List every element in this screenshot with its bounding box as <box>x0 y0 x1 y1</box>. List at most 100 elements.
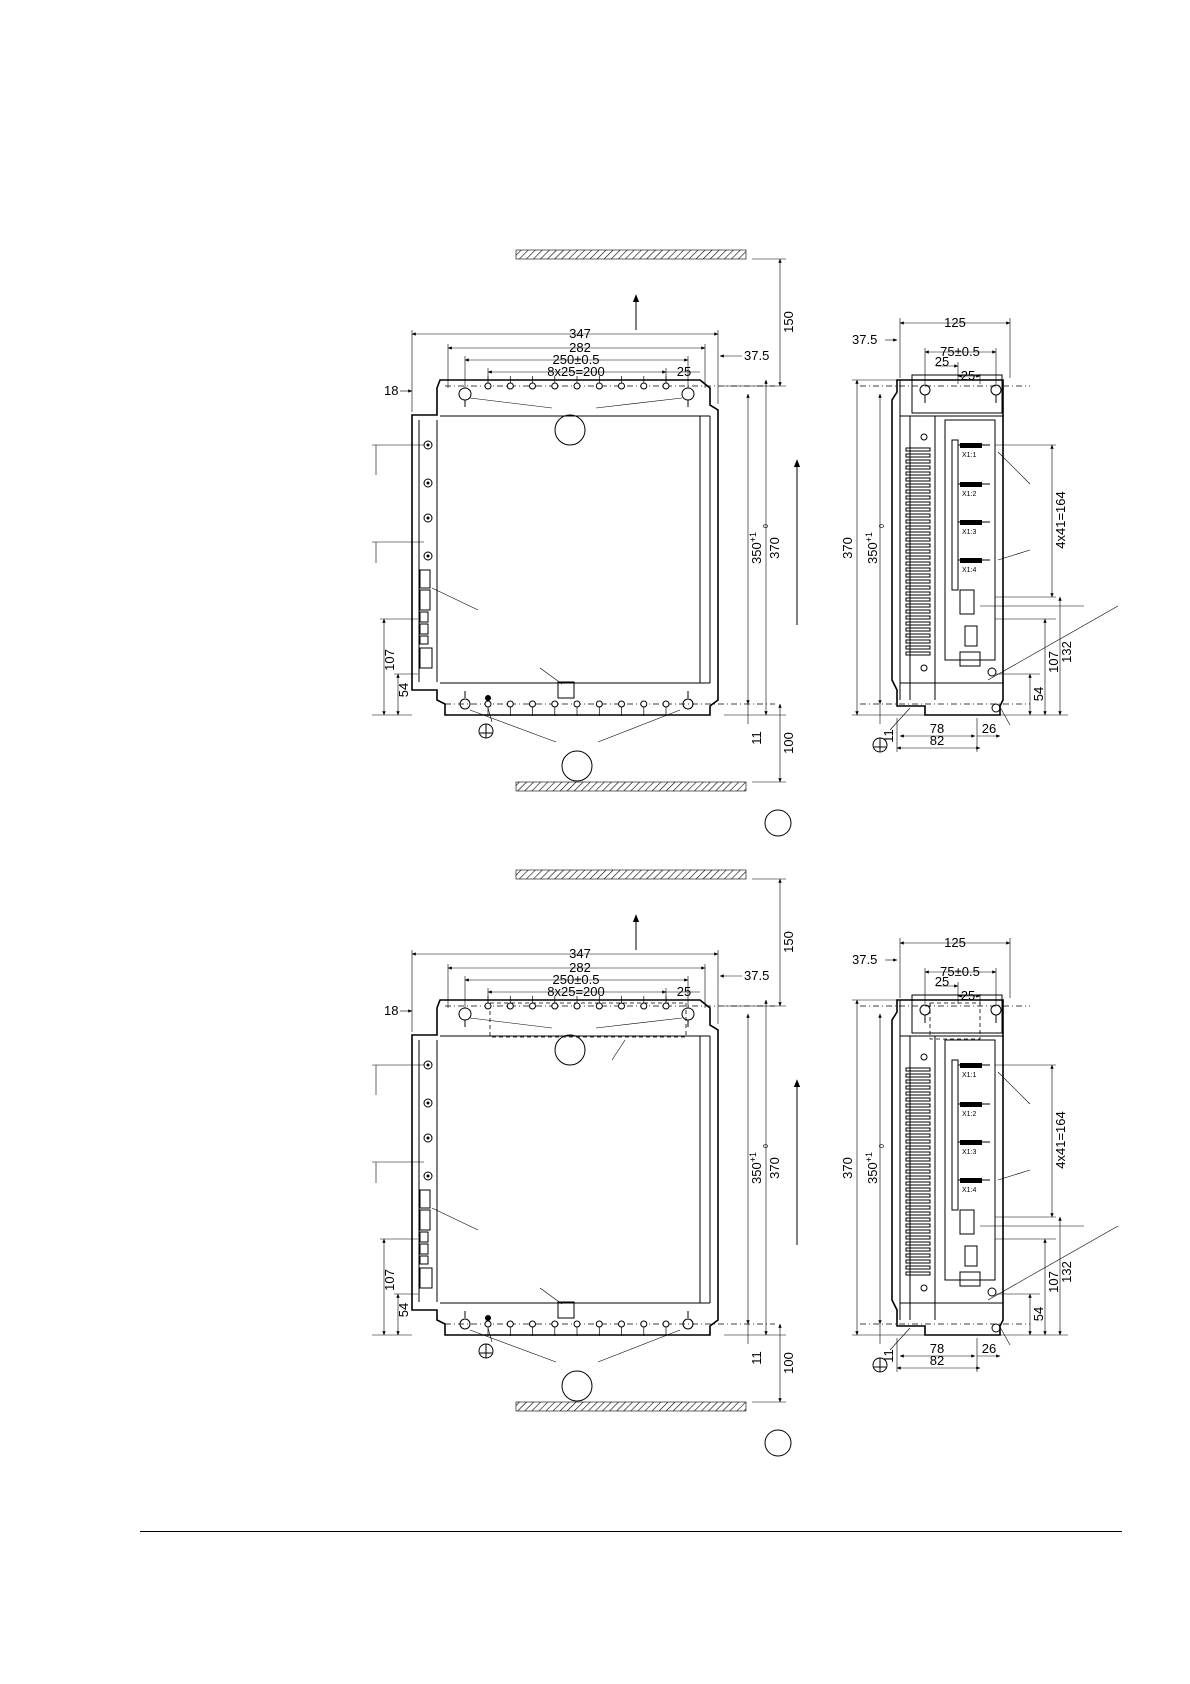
dim-26: 26 <box>982 1341 996 1356</box>
dim-11: 11 <box>881 729 896 743</box>
dim-offset: 37.5 <box>852 332 877 347</box>
top-front-view: 347 282 250±0.5 8x25=200 25 37.5 18 150 … <box>372 250 797 836</box>
terminal-stud <box>529 1002 536 1010</box>
dim-height-mount-base: 350 <box>749 542 764 564</box>
terminal-label-2: X1:2 <box>962 491 977 498</box>
dim-hole-span: 282 <box>569 960 591 975</box>
dim-right-offset: 37.5 <box>744 968 769 983</box>
dim-terminal-pitch: 8x25=200 <box>547 364 604 379</box>
dim-bottom-offset: 11 <box>749 731 764 745</box>
footer-divider <box>140 1531 1122 1532</box>
terminal-label-4: X1:4 <box>962 1187 977 1194</box>
dim-depth: 125 <box>944 935 966 950</box>
terminal-stud <box>506 1002 514 1010</box>
dim-left-107: 107 <box>382 649 397 671</box>
terminal-stud <box>529 700 536 708</box>
dim-mount: 75±0.5 <box>940 344 980 359</box>
dim-height-mount: 350+1 <box>748 532 764 564</box>
terminal-stud <box>662 1320 670 1328</box>
dim-11: 11 <box>881 1349 896 1363</box>
dim-left-107: 107 <box>382 1269 397 1291</box>
dim-height-mount-tol-low: 0 <box>879 524 886 528</box>
terminal-stud <box>551 700 559 708</box>
dim-pitch-a: 25 <box>935 974 949 989</box>
dim-clearance-bottom: 100 <box>781 732 796 754</box>
terminal-stud <box>662 1002 670 1010</box>
dim-height-mount: 350+1 <box>864 532 880 564</box>
bottom-side-view: 125 37.5 75±0.5 25 25 370 350+1 0 4x41=1… <box>840 935 1118 1372</box>
dim-pitch-b: 25 <box>961 988 975 1003</box>
dim-pitch-single: 25 <box>677 984 691 999</box>
dim-54: 54 <box>1031 687 1046 701</box>
top-front-dimension-labels: 347 282 250±0.5 8x25=200 25 37.5 18 150 … <box>382 311 796 754</box>
terminal-stud <box>484 1002 492 1010</box>
dim-78: 78 <box>930 1341 944 1356</box>
terminal-stud <box>595 1002 603 1010</box>
dim-left-offset: 18 <box>384 1003 398 1018</box>
dim-right-offset: 37.5 <box>744 348 769 363</box>
dim-height-mount: 350+1 <box>864 1152 880 1184</box>
terminal-stud <box>573 700 581 708</box>
dim-height-mount-base: 350 <box>865 1162 880 1184</box>
terminal-label-3: X1:3 <box>962 1149 977 1156</box>
terminal-stud <box>662 700 670 708</box>
dim-overall-width: 347 <box>569 326 591 341</box>
terminal-stud <box>640 700 648 708</box>
terminal-stud <box>529 382 536 390</box>
terminal-stud <box>640 382 648 390</box>
dim-height-mount-tol-low: 0 <box>763 1144 770 1148</box>
terminal-label-2: X1:2 <box>962 1111 977 1118</box>
bottom-front-dimension-labels: 347 282 250±0.5 8x25=200 25 37.5 18 150 … <box>382 931 796 1374</box>
terminal-stud <box>484 382 492 390</box>
terminal-stud <box>484 1320 492 1328</box>
dim-height-mount-tol: +1 <box>864 532 874 542</box>
terminal-stud <box>506 1320 514 1328</box>
terminal-stud <box>529 1320 536 1328</box>
dim-107: 107 <box>1046 651 1061 673</box>
dim-hole-span: 282 <box>569 340 591 355</box>
terminal-stud <box>573 1002 581 1010</box>
dim-height-mount: 350+1 <box>748 1152 764 1184</box>
dim-height-mount-base: 350 <box>865 542 880 564</box>
dim-mount: 75±0.5 <box>940 964 980 979</box>
bottom-front-view: 347 282 250±0.5 8x25=200 25 37.5 18 150 … <box>372 870 797 1456</box>
dim-overall-width: 347 <box>569 946 591 961</box>
terminal-stud <box>506 382 514 390</box>
dim-54: 54 <box>1031 1307 1046 1321</box>
terminal-stud <box>506 700 514 708</box>
dim-left-54: 54 <box>396 683 411 697</box>
dim-pitch-a: 25 <box>935 354 949 369</box>
dim-height-mount-tol: +1 <box>748 1152 758 1162</box>
dim-left-offset: 18 <box>384 383 398 398</box>
terminal-stud <box>595 382 603 390</box>
dim-terminal-span: 4x41=164 <box>1053 491 1068 548</box>
dim-height-overall: 370 <box>840 1157 855 1179</box>
dim-pitch-b: 25 <box>961 368 975 383</box>
terminal-stud <box>551 382 559 390</box>
dim-left-54: 54 <box>396 1303 411 1317</box>
dim-clearance-top: 150 <box>781 931 796 953</box>
dim-pitch-single: 25 <box>677 364 691 379</box>
terminal-stud <box>618 1320 625 1328</box>
dim-offset: 37.5 <box>852 952 877 967</box>
terminal-stud <box>551 1002 559 1010</box>
terminal-dots <box>484 376 670 1336</box>
dim-height-overall: 370 <box>767 1157 782 1179</box>
dim-terminal-pitch: 8x25=200 <box>547 984 604 999</box>
terminal-stud <box>551 1320 559 1328</box>
dim-height-mount-tol: +1 <box>864 1152 874 1162</box>
terminal-stud <box>484 700 492 708</box>
terminal-stud <box>573 382 581 390</box>
dim-clearance-top: 150 <box>781 311 796 333</box>
dim-height-mount-tol-low: 0 <box>763 524 770 528</box>
dim-depth: 125 <box>944 315 966 330</box>
dim-mount-span: 250±0.5 <box>553 352 600 367</box>
dim-height-mount-base: 350 <box>749 1162 764 1184</box>
terminal-label-1: X1:1 <box>962 1072 977 1079</box>
terminal-stud <box>618 1002 625 1010</box>
top-side-view: 125 37.5 75±0.5 25 25 370 350+1 0 4x41=1… <box>840 315 1118 752</box>
dim-bottom-offset: 11 <box>749 1351 764 1365</box>
terminal-stud <box>662 382 670 390</box>
terminal-label-4: X1:4 <box>962 567 977 574</box>
